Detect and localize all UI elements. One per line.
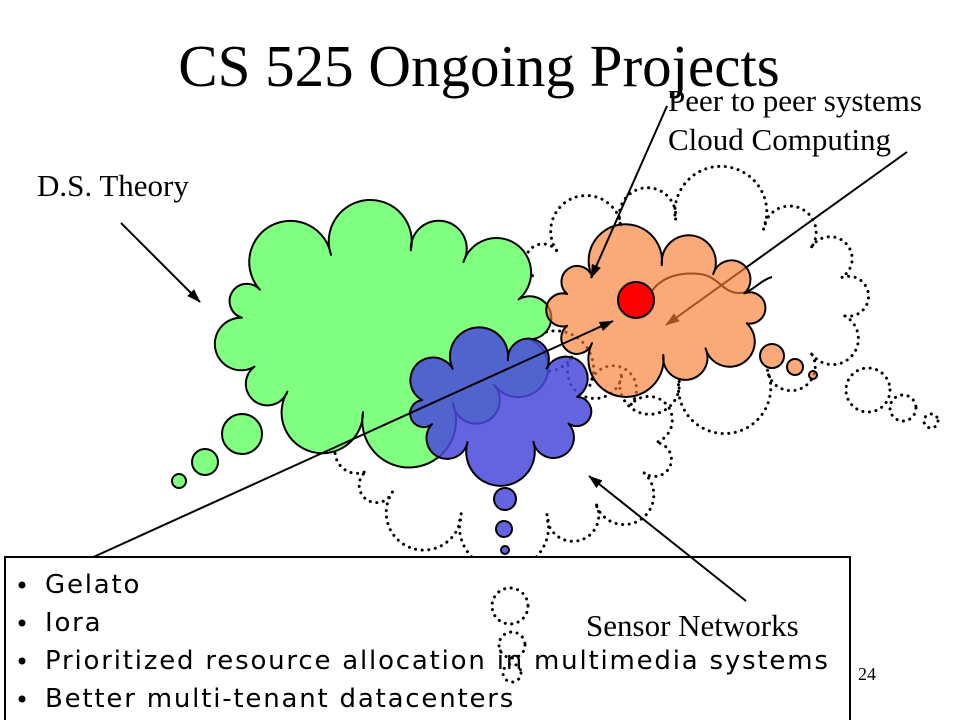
upper-dotted-thought-bubble	[922, 412, 940, 430]
bullet-icon	[18, 695, 26, 703]
ds-theory-thought-bubble	[171, 473, 187, 489]
bullet-icon	[18, 619, 26, 627]
sensor-networks-cloud	[409, 326, 593, 487]
projects-box-border	[4, 556, 851, 720]
project-item: Gelato	[45, 570, 141, 600]
project-item: Prioritized resource allocation in multi…	[45, 646, 830, 676]
p2p-cloud-computing-cloud	[545, 223, 767, 398]
upper-dotted-thought-bubble	[888, 393, 918, 423]
ds-theory-arrow	[120, 222, 201, 303]
slide-title: CS 525 Ongoing Projects	[178, 33, 780, 99]
p2p-thought-bubble	[808, 370, 818, 380]
lower-dotted-thought-bubble	[497, 630, 527, 660]
page-number: 24	[858, 664, 876, 684]
sensor-networks-label: Sensor Networks	[586, 608, 799, 643]
peer-to-peer-arrow	[590, 105, 668, 279]
peer-to-peer-label: Peer to peer systems	[668, 83, 922, 118]
p2p-thought-bubble	[759, 343, 785, 369]
upper-dotted-thought-bubble	[844, 366, 892, 414]
sensor-networks-thought-bubble	[495, 520, 513, 538]
upper-dotted-cloud	[505, 164, 870, 435]
projects-pointer-arrow	[88, 320, 614, 560]
project-marker-dot	[617, 281, 655, 319]
projects-box	[5, 557, 850, 720]
p2p-thought-bubble	[786, 358, 804, 376]
ds-theory-thought-bubble	[221, 413, 263, 455]
ds-theory-thought-bubble	[191, 448, 219, 476]
project-item: Better multi-tenant datacenters	[45, 684, 515, 714]
bullet-icon	[18, 581, 26, 589]
sensor-networks-thought-bubble	[493, 487, 517, 511]
cloud-computing-label: Cloud Computing	[668, 122, 891, 157]
sensor-networks-arrow	[588, 475, 747, 602]
lower-dotted-thought-bubble	[490, 586, 530, 626]
sensor-networks-thought-bubble	[500, 545, 510, 555]
bullet-icon	[18, 657, 26, 665]
lower-dotted-thought-bubble	[501, 662, 523, 684]
ds-theory-label: D.S. Theory	[37, 168, 189, 203]
project-item: Iora	[45, 608, 102, 638]
